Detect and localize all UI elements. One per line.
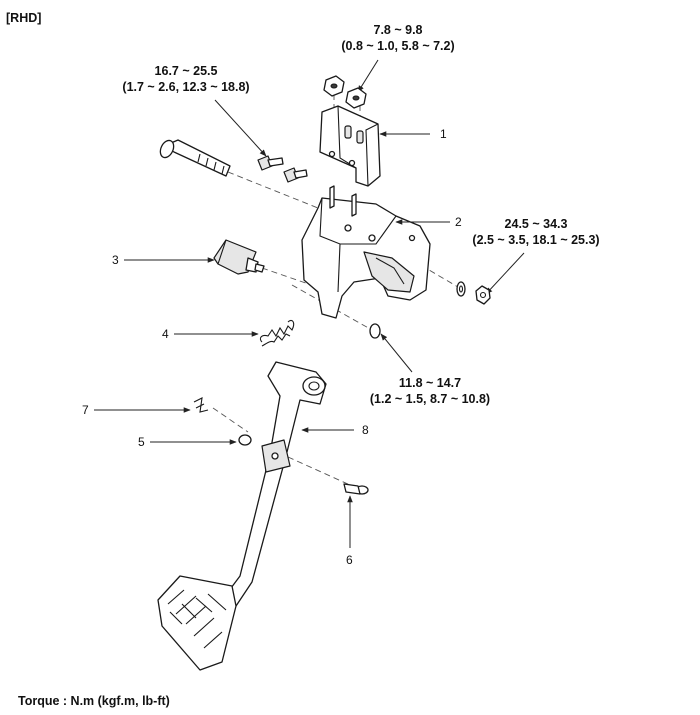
torque-unit-note: Torque : N.m (kgf.m, lb-ft) [18,694,170,708]
pivot-bushing [369,323,381,339]
bushing-part-5 [238,434,252,446]
long-bolt [159,139,231,177]
svg-text:(2.5 ~ 3.5, 18.1 ~ 25.3): (2.5 ~ 3.5, 18.1 ~ 25.3) [472,233,599,247]
torque-annotation-nut-top: 7.8 ~ 9.8 (0.8 ~ 1.0, 5.8 ~ 7.2) [341,23,454,53]
clevis-pin-part-6 [343,483,369,495]
torque-annotation-bolt: 16.7 ~ 25.5 (1.7 ~ 2.6, 12.3 ~ 18.8) [122,64,249,94]
callout-4: 4 [162,327,169,341]
variant-label: [RHD] [6,11,41,25]
torque-arrow-nut-right [485,252,525,295]
svg-text:24.5 ~ 34.3: 24.5 ~ 34.3 [505,217,568,231]
svg-text:(1.2 ~ 1.5, 8.7 ~ 10.8): (1.2 ~ 1.5, 8.7 ~ 10.8) [370,392,490,406]
callout-5: 5 [138,435,145,449]
callout-6: 6 [346,553,353,567]
svg-text:16.7 ~ 25.5: 16.7 ~ 25.5 [155,64,218,78]
torque-annotation-nut-right: 24.5 ~ 34.3 (2.5 ~ 3.5, 18.1 ~ 25.3) [472,217,599,247]
svg-text:11.8 ~ 14.7: 11.8 ~ 14.7 [399,376,461,390]
pivot-washer-and-nut [456,281,491,305]
clip-part-7 [193,397,209,413]
svg-text:(1.7 ~ 2.6, 12.3 ~ 18.8): (1.7 ~ 2.6, 12.3 ~ 18.8) [122,80,249,94]
upper-bracket-part-1 [319,105,381,187]
clutch-switch-part-3 [213,239,265,275]
callout-7: 7 [82,403,89,417]
callout-1: 1 [440,127,447,141]
svg-text:(0.8 ~ 1.0, 5.8 ~ 7.2): (0.8 ~ 1.0, 5.8 ~ 7.2) [341,39,454,53]
pedal-support-bracket-part-2 [301,185,431,319]
callout-3: 3 [112,253,119,267]
torque-arrow-washer [380,333,413,373]
torque-arrow-nut-top [357,59,379,93]
callout-8: 8 [362,423,369,437]
callout-2: 2 [455,215,462,229]
bracket-nuts [323,75,367,109]
clutch-pedal-part-8 [157,361,327,671]
mounting-bolts [257,155,308,183]
svg-text:7.8 ~ 9.8: 7.8 ~ 9.8 [374,23,423,37]
torque-arrow-bolt [214,99,267,157]
torque-annotation-washer: 11.8 ~ 14.7 (1.2 ~ 1.5, 8.7 ~ 10.8) [370,376,490,406]
return-spring-part-4 [259,319,295,347]
